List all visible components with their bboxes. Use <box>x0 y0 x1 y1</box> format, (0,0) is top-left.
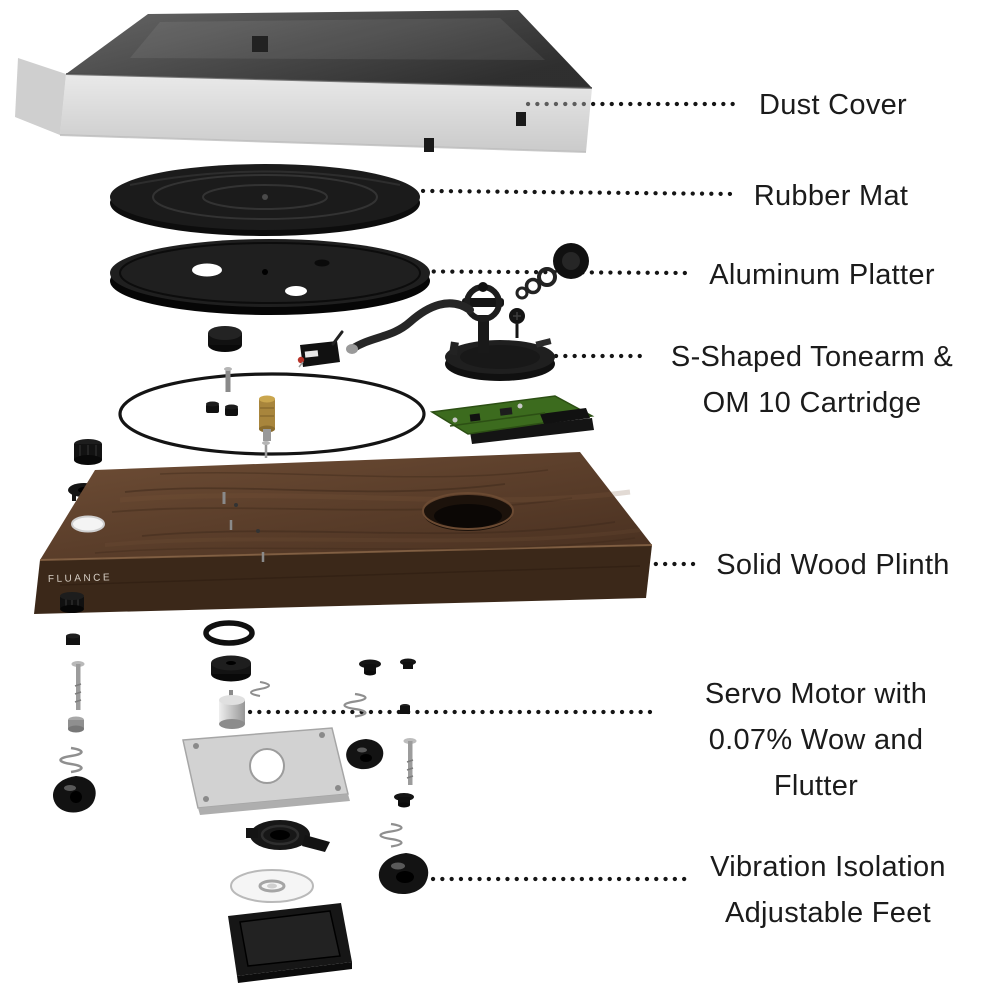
label-line: OM 10 Cartridge <box>702 387 922 419</box>
label-line: S-Shaped Tonearm & <box>670 341 954 373</box>
tonearm-graphic <box>297 243 589 381</box>
rubber-mat-graphic <box>110 164 420 236</box>
label-line: Adjustable Feet <box>724 897 931 929</box>
left-upper-hardware <box>68 439 102 503</box>
label-tonearm: S-Shaped Tonearm & OM 10 Cartridge <box>652 334 972 426</box>
label-aluminum-platter: Aluminum Platter <box>682 252 962 298</box>
belt-graphic <box>118 367 426 458</box>
bearing-spindle <box>259 399 275 429</box>
pcb-graphic <box>429 395 595 444</box>
hardware-parts-graphic <box>52 592 429 983</box>
label-line: 0.07% Wow and <box>708 724 924 756</box>
brand-logo-text: FLUANCE <box>48 572 112 585</box>
plinth-graphic: FLUANCE <box>34 452 653 614</box>
headshell <box>300 341 340 367</box>
aluminum-platter-graphic <box>110 239 430 352</box>
platter-hole <box>192 263 222 277</box>
dust-cover-graphic <box>15 10 593 153</box>
label-line: Vibration Isolation <box>710 851 946 883</box>
label-line: Servo Motor with <box>704 678 928 710</box>
label-feet: Vibration Isolation Adjustable Feet <box>658 844 998 936</box>
label-rubber-mat: Rubber Mat <box>721 173 941 219</box>
label-servo-motor: Servo Motor with 0.07% Wow and Flutter <box>656 671 976 809</box>
label-line: Flutter <box>773 770 859 802</box>
label-line: Dust Cover <box>758 89 908 121</box>
leader-rubber-mat <box>327 187 740 197</box>
label-line: Rubber Mat <box>753 180 909 212</box>
label-dust-cover: Dust Cover <box>723 82 943 128</box>
label-plinth: Solid Wood Plinth <box>693 542 973 588</box>
label-line: Aluminum Platter <box>709 259 935 291</box>
spring-icon <box>59 746 83 774</box>
dust-cover-hinge-icon <box>252 36 268 52</box>
label-line: Solid Wood Plinth <box>716 549 950 581</box>
stylus-tip <box>297 356 305 364</box>
